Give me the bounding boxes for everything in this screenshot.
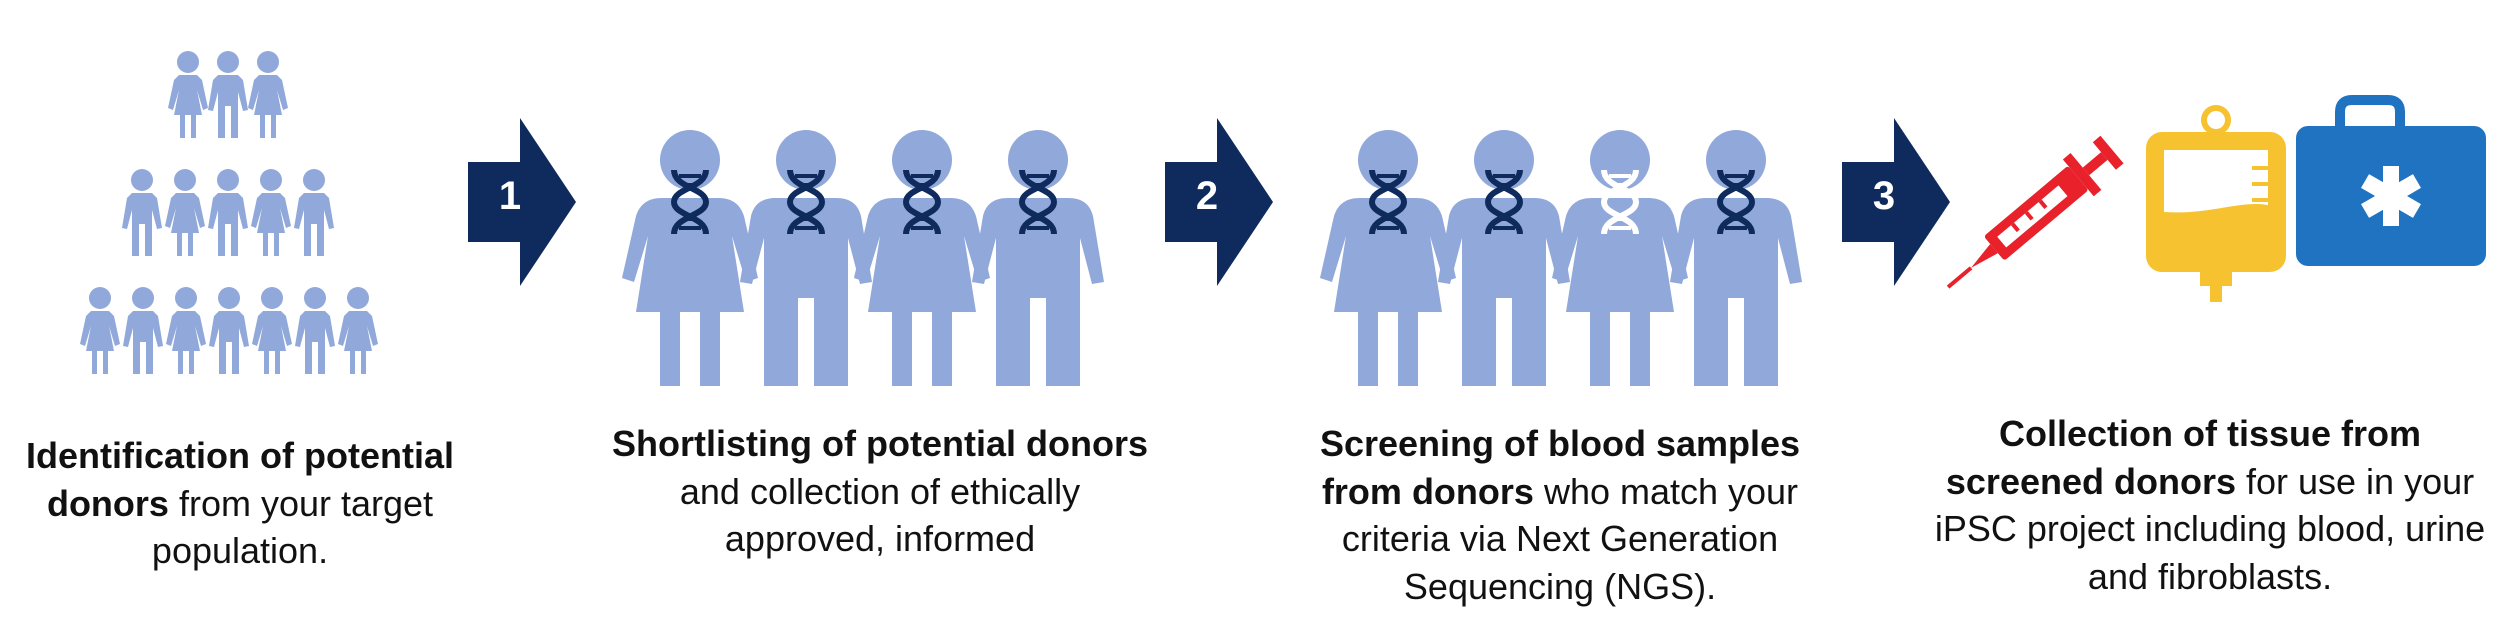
step-1-bold: Identification of potential donors	[26, 435, 454, 524]
arrow-2	[1165, 118, 1273, 286]
step-number-2: 2	[1195, 174, 1219, 218]
arrow-1	[468, 118, 576, 286]
step-2-text: and collection of ethically approved, in…	[679, 470, 1081, 560]
medical-kit-icon	[2296, 95, 2486, 266]
screened-donors	[1320, 130, 1802, 386]
step-number-1: 1	[498, 174, 522, 218]
syringe-icon	[1946, 135, 2124, 289]
step-3-text: who match your criteria via Next Generat…	[1341, 470, 1799, 607]
step-number-3: 3	[1872, 174, 1896, 218]
shortlisted-donors	[622, 130, 1104, 386]
step-4-bold: Collection of tissue from screened donor…	[1945, 413, 2422, 502]
step-3-bold: Screening of blood samples from donors	[1319, 423, 1801, 512]
population-pyramid	[80, 51, 378, 374]
step-2-bold: Shortlisting of potential donors	[612, 423, 1148, 464]
arrow-3	[1842, 118, 1950, 286]
step-1-text: from your target population.	[151, 482, 434, 572]
step-3-caption: Screening of blood samples from donors w…	[1280, 420, 1840, 610]
step-1-caption: Identification of potential donors from …	[0, 432, 480, 575]
step-4-caption: Collection of tissue from screened donor…	[1930, 410, 2490, 600]
blood-bag-icon	[2146, 105, 2286, 302]
step-2-caption: Shortlisting of potential donors and col…	[600, 420, 1160, 563]
step-4-text: for use in your iPSC project including b…	[1934, 460, 2486, 597]
